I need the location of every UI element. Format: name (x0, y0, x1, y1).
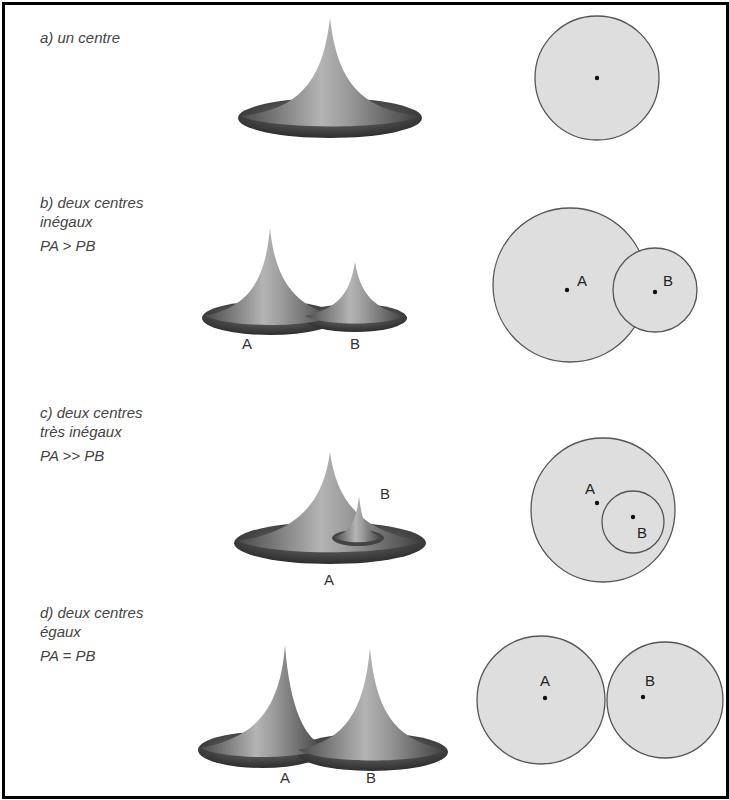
row-caption: b) deux centres inégaux (40, 193, 165, 231)
peak-one-center (238, 18, 422, 138)
row-caption: c) deux centres très inégaux (40, 403, 165, 441)
row-caption: PA = PB (40, 646, 95, 665)
area-circle: B (612, 247, 698, 333)
peaks-unequal (202, 228, 407, 335)
row-caption: PA > PB (40, 236, 95, 255)
area-circle: B (601, 490, 665, 554)
center-letter: A (585, 480, 595, 497)
center-letter: B (645, 672, 655, 689)
circle-outline (606, 641, 724, 759)
circle-outline (476, 635, 606, 765)
row-caption: d) deux centres égaux (40, 603, 165, 641)
peak-label: A (324, 570, 334, 589)
peak-label: B (350, 334, 360, 353)
area-circle: B (606, 641, 724, 759)
center-letter: A (540, 672, 550, 689)
peaks-very-unequal (234, 452, 426, 564)
circle-outline (612, 247, 698, 333)
peak-label: A (280, 768, 290, 787)
peaks-equal (198, 645, 448, 771)
area-circle (535, 16, 659, 140)
center-letter: B (637, 524, 647, 541)
row-caption: PA >> PB (40, 446, 104, 465)
center-letter: B (663, 272, 673, 289)
peak-label: B (380, 484, 390, 503)
center-letter: A (577, 272, 587, 289)
area-circle: AB (530, 437, 676, 583)
circle-outline (601, 490, 665, 554)
peak-label: A (242, 334, 252, 353)
peak-label: B (366, 768, 376, 787)
row-caption: a) un centre (40, 28, 200, 47)
area-circle: A (476, 635, 606, 765)
